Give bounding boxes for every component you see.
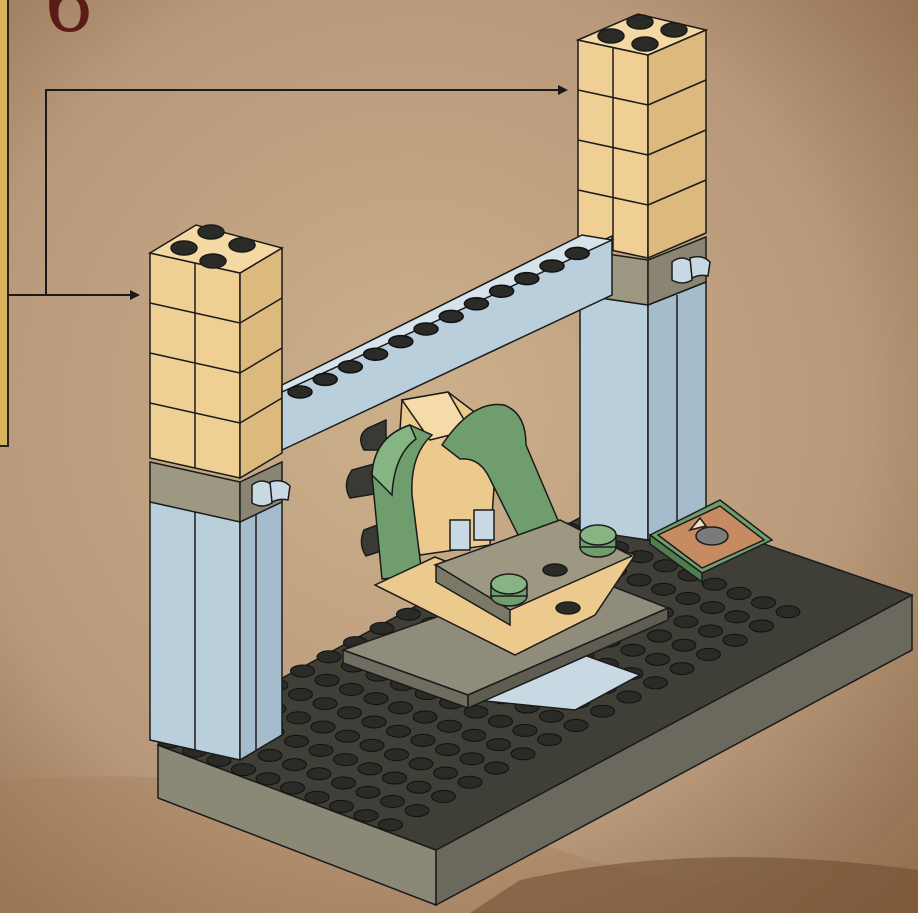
stud xyxy=(256,773,280,785)
stud xyxy=(338,361,362,373)
stud xyxy=(309,744,333,756)
stud xyxy=(750,620,774,632)
stud xyxy=(490,285,514,297)
stud xyxy=(703,578,727,590)
stud xyxy=(725,611,749,623)
stud xyxy=(485,762,509,774)
stud xyxy=(464,298,488,310)
stud xyxy=(385,749,409,761)
stud xyxy=(462,729,486,741)
stud xyxy=(411,734,435,746)
stud xyxy=(564,719,588,731)
stud xyxy=(513,724,537,736)
stud xyxy=(315,674,339,686)
stud xyxy=(405,805,429,817)
stud xyxy=(434,767,458,779)
stud xyxy=(338,707,362,719)
stud xyxy=(364,693,388,705)
stud xyxy=(336,730,360,742)
stud xyxy=(409,758,433,770)
stud xyxy=(644,677,668,689)
stud xyxy=(670,663,694,675)
stud xyxy=(538,734,562,746)
stud xyxy=(723,634,747,646)
stud xyxy=(283,759,307,771)
stud xyxy=(354,810,378,822)
stud xyxy=(727,587,751,599)
stud xyxy=(701,602,725,614)
stud xyxy=(364,348,388,360)
stud xyxy=(307,768,331,780)
stud xyxy=(489,715,513,727)
stud xyxy=(305,791,329,803)
stud xyxy=(311,721,335,733)
stud xyxy=(752,597,776,609)
stud xyxy=(291,665,315,677)
stud xyxy=(360,739,384,751)
stud xyxy=(258,749,282,761)
stud xyxy=(356,786,380,798)
stud xyxy=(407,781,431,793)
stud xyxy=(540,260,564,272)
stud xyxy=(617,691,641,703)
stud xyxy=(313,373,337,385)
stud xyxy=(289,688,313,700)
stud xyxy=(383,772,407,784)
tan-brick-stack-icon xyxy=(578,14,706,258)
stud xyxy=(674,616,698,628)
stud xyxy=(515,273,539,285)
stud xyxy=(648,630,672,642)
stud xyxy=(381,795,405,807)
stud xyxy=(436,744,460,756)
stud xyxy=(432,790,456,802)
stud xyxy=(288,386,312,398)
stud xyxy=(697,648,721,660)
stud xyxy=(646,653,670,665)
stud xyxy=(232,764,256,776)
stud xyxy=(281,782,305,794)
stud xyxy=(358,763,382,775)
stud xyxy=(652,583,676,595)
stud xyxy=(387,725,411,737)
stud xyxy=(511,748,535,760)
stud xyxy=(332,777,356,789)
stud xyxy=(317,651,341,663)
stud xyxy=(565,247,589,259)
stud xyxy=(627,574,651,586)
stud xyxy=(540,710,564,722)
stud xyxy=(438,720,462,732)
stud xyxy=(397,608,421,620)
stud xyxy=(285,735,309,747)
stud xyxy=(413,711,437,723)
stud xyxy=(591,705,615,717)
stud xyxy=(414,323,438,335)
stud xyxy=(487,739,511,751)
stud xyxy=(362,716,386,728)
stud xyxy=(458,776,482,788)
stud xyxy=(389,702,413,714)
stud xyxy=(330,800,354,812)
stud xyxy=(313,698,337,710)
callout-box xyxy=(0,0,8,446)
stud xyxy=(334,754,358,766)
stud xyxy=(389,336,413,348)
stud xyxy=(699,625,723,637)
stud xyxy=(439,310,463,322)
stud xyxy=(379,819,403,831)
stud xyxy=(340,683,364,695)
stud xyxy=(672,639,696,651)
stud xyxy=(776,606,800,618)
stud xyxy=(621,644,645,656)
step-number: 6 xyxy=(44,0,94,44)
stud xyxy=(676,592,700,604)
stud xyxy=(460,753,484,765)
tan-brick-stack-icon xyxy=(150,225,282,478)
stud xyxy=(287,712,311,724)
